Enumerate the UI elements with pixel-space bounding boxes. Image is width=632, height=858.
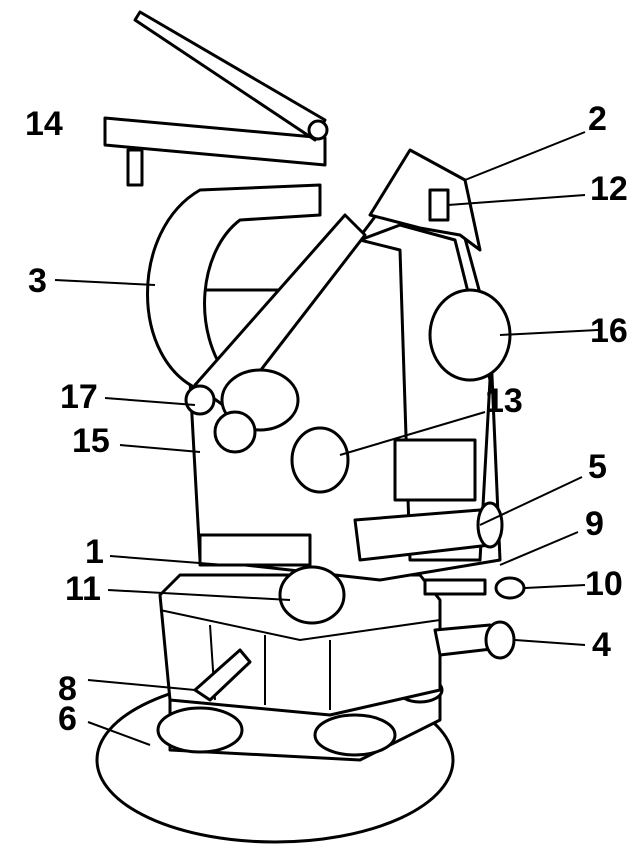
theodolite-drawing bbox=[95, 10, 526, 844]
screw-12 bbox=[428, 188, 450, 222]
label-3: 3 bbox=[28, 262, 47, 300]
label-15: 15 bbox=[72, 422, 110, 460]
label-1: 1 bbox=[85, 533, 104, 571]
screw-10 bbox=[423, 578, 487, 596]
top-screw bbox=[126, 148, 144, 187]
leader-lines bbox=[54, 131, 599, 746]
label-6: 6 bbox=[58, 700, 77, 738]
foot-screw-right bbox=[313, 713, 397, 757]
knob-13 bbox=[290, 426, 350, 494]
top-bar bbox=[103, 116, 327, 167]
label-10: 10 bbox=[585, 565, 623, 603]
label-12: 12 bbox=[590, 170, 628, 208]
knob-16 bbox=[428, 288, 512, 382]
label-11: 11 bbox=[65, 570, 101, 608]
label-5: 5 bbox=[588, 448, 607, 486]
telescope bbox=[193, 213, 367, 412]
label-4: 4 bbox=[592, 626, 611, 664]
window bbox=[393, 438, 477, 502]
label-16: 16 bbox=[590, 312, 628, 350]
label-8: 8 bbox=[58, 670, 77, 708]
screw-8 bbox=[193, 648, 252, 702]
foot-screw-left bbox=[156, 706, 244, 754]
label-17: 17 bbox=[60, 378, 98, 416]
sight-cover bbox=[368, 148, 482, 252]
label-13: 13 bbox=[485, 382, 523, 420]
plate-1 bbox=[198, 533, 312, 567]
mirror bbox=[133, 10, 327, 142]
label-2: 2 bbox=[588, 100, 607, 138]
label-9: 9 bbox=[585, 505, 604, 543]
knob-11 bbox=[278, 565, 346, 625]
label-14: 14 bbox=[25, 105, 63, 143]
part-labels: 14 2 12 3 16 17 13 15 5 9 1 11 10 4 8 6 bbox=[25, 100, 628, 738]
